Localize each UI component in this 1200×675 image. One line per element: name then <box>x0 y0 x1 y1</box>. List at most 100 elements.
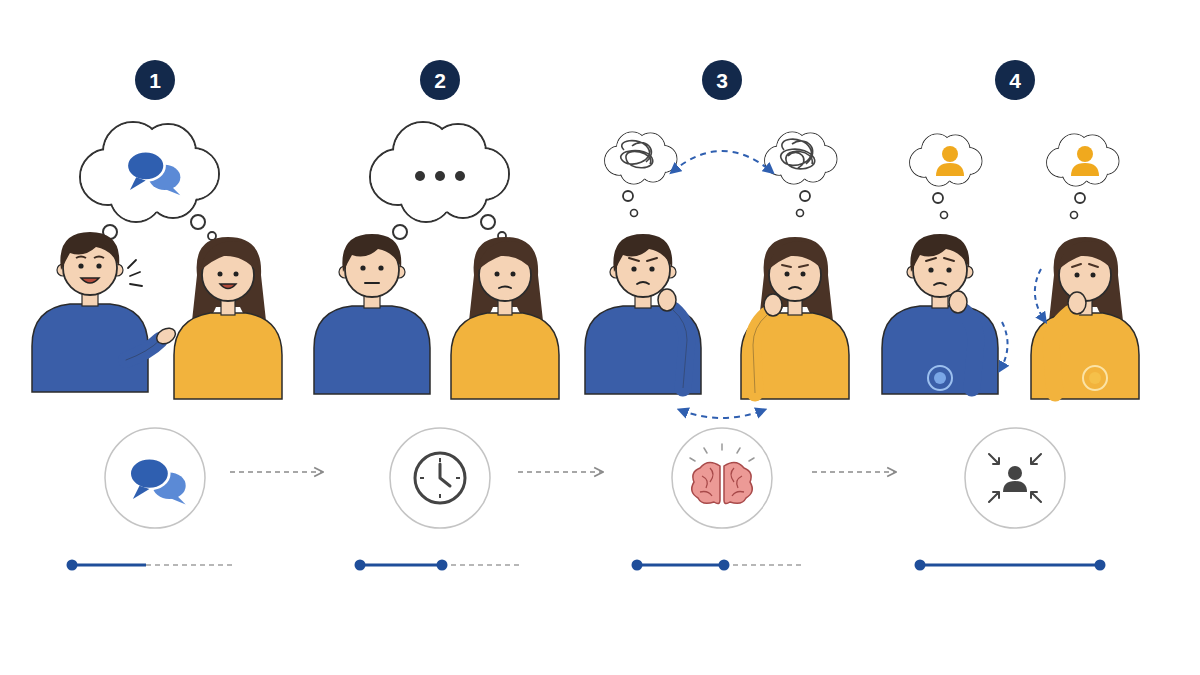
chat-icon <box>130 458 186 504</box>
chat-icon <box>130 458 186 504</box>
woman-listening <box>174 237 282 399</box>
man-thinking <box>673 310 687 388</box>
man-thinking <box>658 289 676 311</box>
focus-icon <box>989 454 1041 502</box>
clock-icon <box>420 458 460 498</box>
worry-bubble <box>800 191 810 201</box>
woman-withdrawn <box>1075 273 1080 278</box>
man-talking <box>76 257 104 259</box>
man-silent <box>360 265 365 270</box>
woman-withdrawn <box>1045 376 1065 378</box>
worry-bubble <box>621 141 653 168</box>
man-withdrawn <box>882 234 998 394</box>
step-number: 3 <box>716 70 728 91</box>
man-thinking <box>631 266 636 271</box>
thought-bubble <box>435 171 445 181</box>
thought-bubble <box>415 171 425 181</box>
self-bubble <box>941 212 948 219</box>
progress-bar <box>355 560 366 571</box>
icon-circle <box>105 428 205 528</box>
woman-silent <box>511 272 516 277</box>
woman-thinking <box>753 315 767 393</box>
step-number-badge: 1 <box>135 60 175 100</box>
woman-withdrawn <box>1089 372 1101 384</box>
woman-thinking <box>741 237 849 399</box>
icon-circle <box>390 428 490 528</box>
woman-withdrawn <box>1031 237 1139 399</box>
progress-bar <box>719 560 730 571</box>
woman-listening <box>220 284 236 289</box>
focus-icon <box>989 454 1041 502</box>
step-number-badge: 4 <box>995 60 1035 100</box>
self-bubble <box>1077 146 1093 162</box>
man-withdrawn <box>946 267 951 272</box>
woman-silent <box>495 272 500 277</box>
flow-arrow <box>230 471 322 473</box>
self-bubble <box>1075 193 1085 203</box>
woman-listening <box>218 272 223 277</box>
woman-withdrawn <box>1072 264 1098 267</box>
icon-circle <box>965 428 1065 528</box>
progress-bar <box>632 560 643 571</box>
brain-icon <box>724 462 752 503</box>
thought-bubble <box>481 215 495 229</box>
woman-thinking <box>801 272 806 277</box>
step-number-badge: 2 <box>420 60 460 100</box>
worry-bubble <box>765 132 837 184</box>
step-number: 2 <box>434 70 446 91</box>
woman-listening <box>234 272 239 277</box>
woman-listening <box>174 237 282 399</box>
man-withdrawn <box>949 291 967 313</box>
step-number: 4 <box>1009 70 1021 91</box>
man-thinking <box>649 266 654 271</box>
self-bubble <box>936 163 964 176</box>
man-thinking <box>629 258 657 261</box>
man-withdrawn <box>964 312 976 388</box>
flow-arrow <box>518 471 602 473</box>
progress-bar <box>67 560 1106 571</box>
woman-withdrawn <box>1068 292 1086 314</box>
clock-icon <box>415 453 465 503</box>
man-thinking <box>673 310 687 388</box>
thought-bubble <box>80 122 219 250</box>
thought-bubble <box>455 171 465 181</box>
progress-bar <box>67 560 1106 571</box>
woman-thinking <box>782 265 808 267</box>
clock-icon <box>440 464 450 486</box>
man-silent <box>314 234 430 394</box>
woman-withdrawn <box>1091 273 1096 278</box>
man-withdrawn <box>928 267 933 272</box>
progress-bar <box>437 560 448 571</box>
self-bubble <box>1071 163 1099 176</box>
thought-bubble <box>370 122 509 222</box>
woman-silent <box>499 287 511 289</box>
worry-bubble <box>781 139 815 169</box>
man-thinking <box>585 234 701 394</box>
progress-bar <box>1095 560 1106 571</box>
woman-withdrawn <box>1031 237 1139 399</box>
brain-icon <box>692 462 720 503</box>
focus-icon <box>1008 466 1022 480</box>
worry-bubble <box>672 151 772 172</box>
step-number-badge: 3 <box>702 60 742 100</box>
man-withdrawn <box>934 283 946 285</box>
man-withdrawn <box>934 372 946 384</box>
self-bubble <box>1047 134 1119 186</box>
clock-icon <box>415 453 465 503</box>
woman-withdrawn <box>1035 269 1045 321</box>
worry-bubble <box>623 191 633 201</box>
man-withdrawn <box>1000 322 1008 370</box>
man-silent <box>365 282 379 284</box>
progress-bar <box>67 560 78 571</box>
step-number: 1 <box>149 70 161 91</box>
woman-thinking <box>753 315 767 393</box>
flow-arrow <box>230 471 895 473</box>
man-talking <box>81 278 99 283</box>
worry-bubble <box>797 210 804 217</box>
woman-withdrawn <box>1083 366 1107 390</box>
man-talking <box>78 263 83 268</box>
man-talking <box>126 340 160 360</box>
woman-silent <box>451 237 559 399</box>
man-withdrawn <box>928 366 952 390</box>
